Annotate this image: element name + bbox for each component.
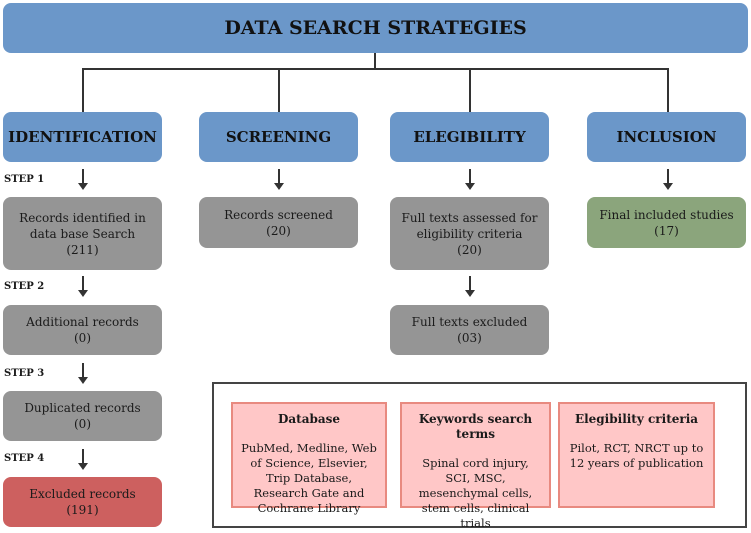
info-body: Pilot, RCT, NRCT up to 12 years of publi… — [569, 441, 704, 470]
arrow-down-icon — [78, 169, 88, 190]
box-count: (211) — [66, 242, 99, 257]
connector — [469, 68, 471, 112]
box-label: Additional records — [26, 315, 139, 329]
arrow-down-icon — [78, 276, 88, 297]
box-label: Full texts excluded — [411, 315, 528, 329]
step-label: STEP 2 — [4, 281, 45, 292]
arrow-down-icon — [78, 449, 88, 470]
box-duplicated-records: Duplicated records (0) — [3, 391, 162, 441]
box-label: Duplicated records — [24, 401, 141, 415]
connector — [278, 68, 280, 112]
connector — [374, 53, 376, 69]
box-label: Records identified in data base Search — [19, 210, 146, 241]
info-frame — [212, 382, 747, 528]
box-excluded-records: Excluded records (191) — [3, 477, 162, 527]
arrow-down-icon — [465, 169, 475, 190]
box-label: Full texts assessed for eligibility crit… — [401, 210, 538, 241]
info-keywords: Keywords search terms Spinal cord injury… — [400, 402, 551, 530]
info-title: Elegibility criteria — [574, 412, 699, 426]
info-body: Spinal cord injury, SCI, MSC, mesenchyma… — [418, 456, 533, 530]
info-body: PubMed, Medline, Web of Science, Elsevie… — [241, 441, 377, 515]
connector — [667, 68, 669, 112]
box-count: (03) — [457, 331, 482, 345]
box-records-identified: Records identified in data base Search (… — [3, 197, 162, 270]
arrow-down-icon — [465, 276, 475, 297]
connector — [82, 68, 84, 112]
box-count: (191) — [66, 503, 99, 517]
step-label: STEP 1 — [4, 174, 45, 185]
info-eligibility: Elegibility criteria Pilot, RCT, NRCT up… — [558, 402, 715, 508]
box-count: (20) — [266, 223, 291, 238]
box-records-screened: Records screened (20) — [199, 197, 358, 248]
info-title: Keywords search terms — [418, 412, 533, 441]
box-full-texts-excluded: Full texts excluded (03) — [390, 305, 549, 355]
header-identification: IDENTIFICATION — [3, 112, 162, 162]
box-count: (0) — [74, 331, 91, 345]
arrow-down-icon — [274, 169, 284, 190]
box-count: (17) — [654, 223, 679, 238]
connector — [82, 68, 669, 70]
box-label: Records screened — [224, 207, 333, 222]
step-label: STEP 3 — [4, 368, 45, 379]
diagram-title: DATA SEARCH STRATEGIES — [3, 3, 748, 53]
step-label: STEP 4 — [4, 453, 45, 464]
box-count: (20) — [457, 242, 482, 257]
info-database: Database PubMed, Medline, Web of Science… — [231, 402, 387, 515]
header-inclusion: INCLUSION — [587, 112, 746, 162]
arrow-down-icon — [78, 363, 88, 384]
box-final-included: Final included studies (17) — [587, 197, 746, 248]
arrow-down-icon — [663, 169, 673, 190]
header-eligibility: ELEGIBILITY — [390, 112, 549, 162]
box-label: Final included studies — [599, 207, 734, 222]
box-label: Excluded records — [29, 487, 136, 501]
header-screening: SCREENING — [199, 112, 358, 162]
box-additional-records: Additional records (0) — [3, 305, 162, 355]
info-title: Database — [277, 412, 341, 426]
box-count: (0) — [74, 417, 91, 431]
box-full-texts-assessed: Full texts assessed for eligibility crit… — [390, 197, 549, 270]
